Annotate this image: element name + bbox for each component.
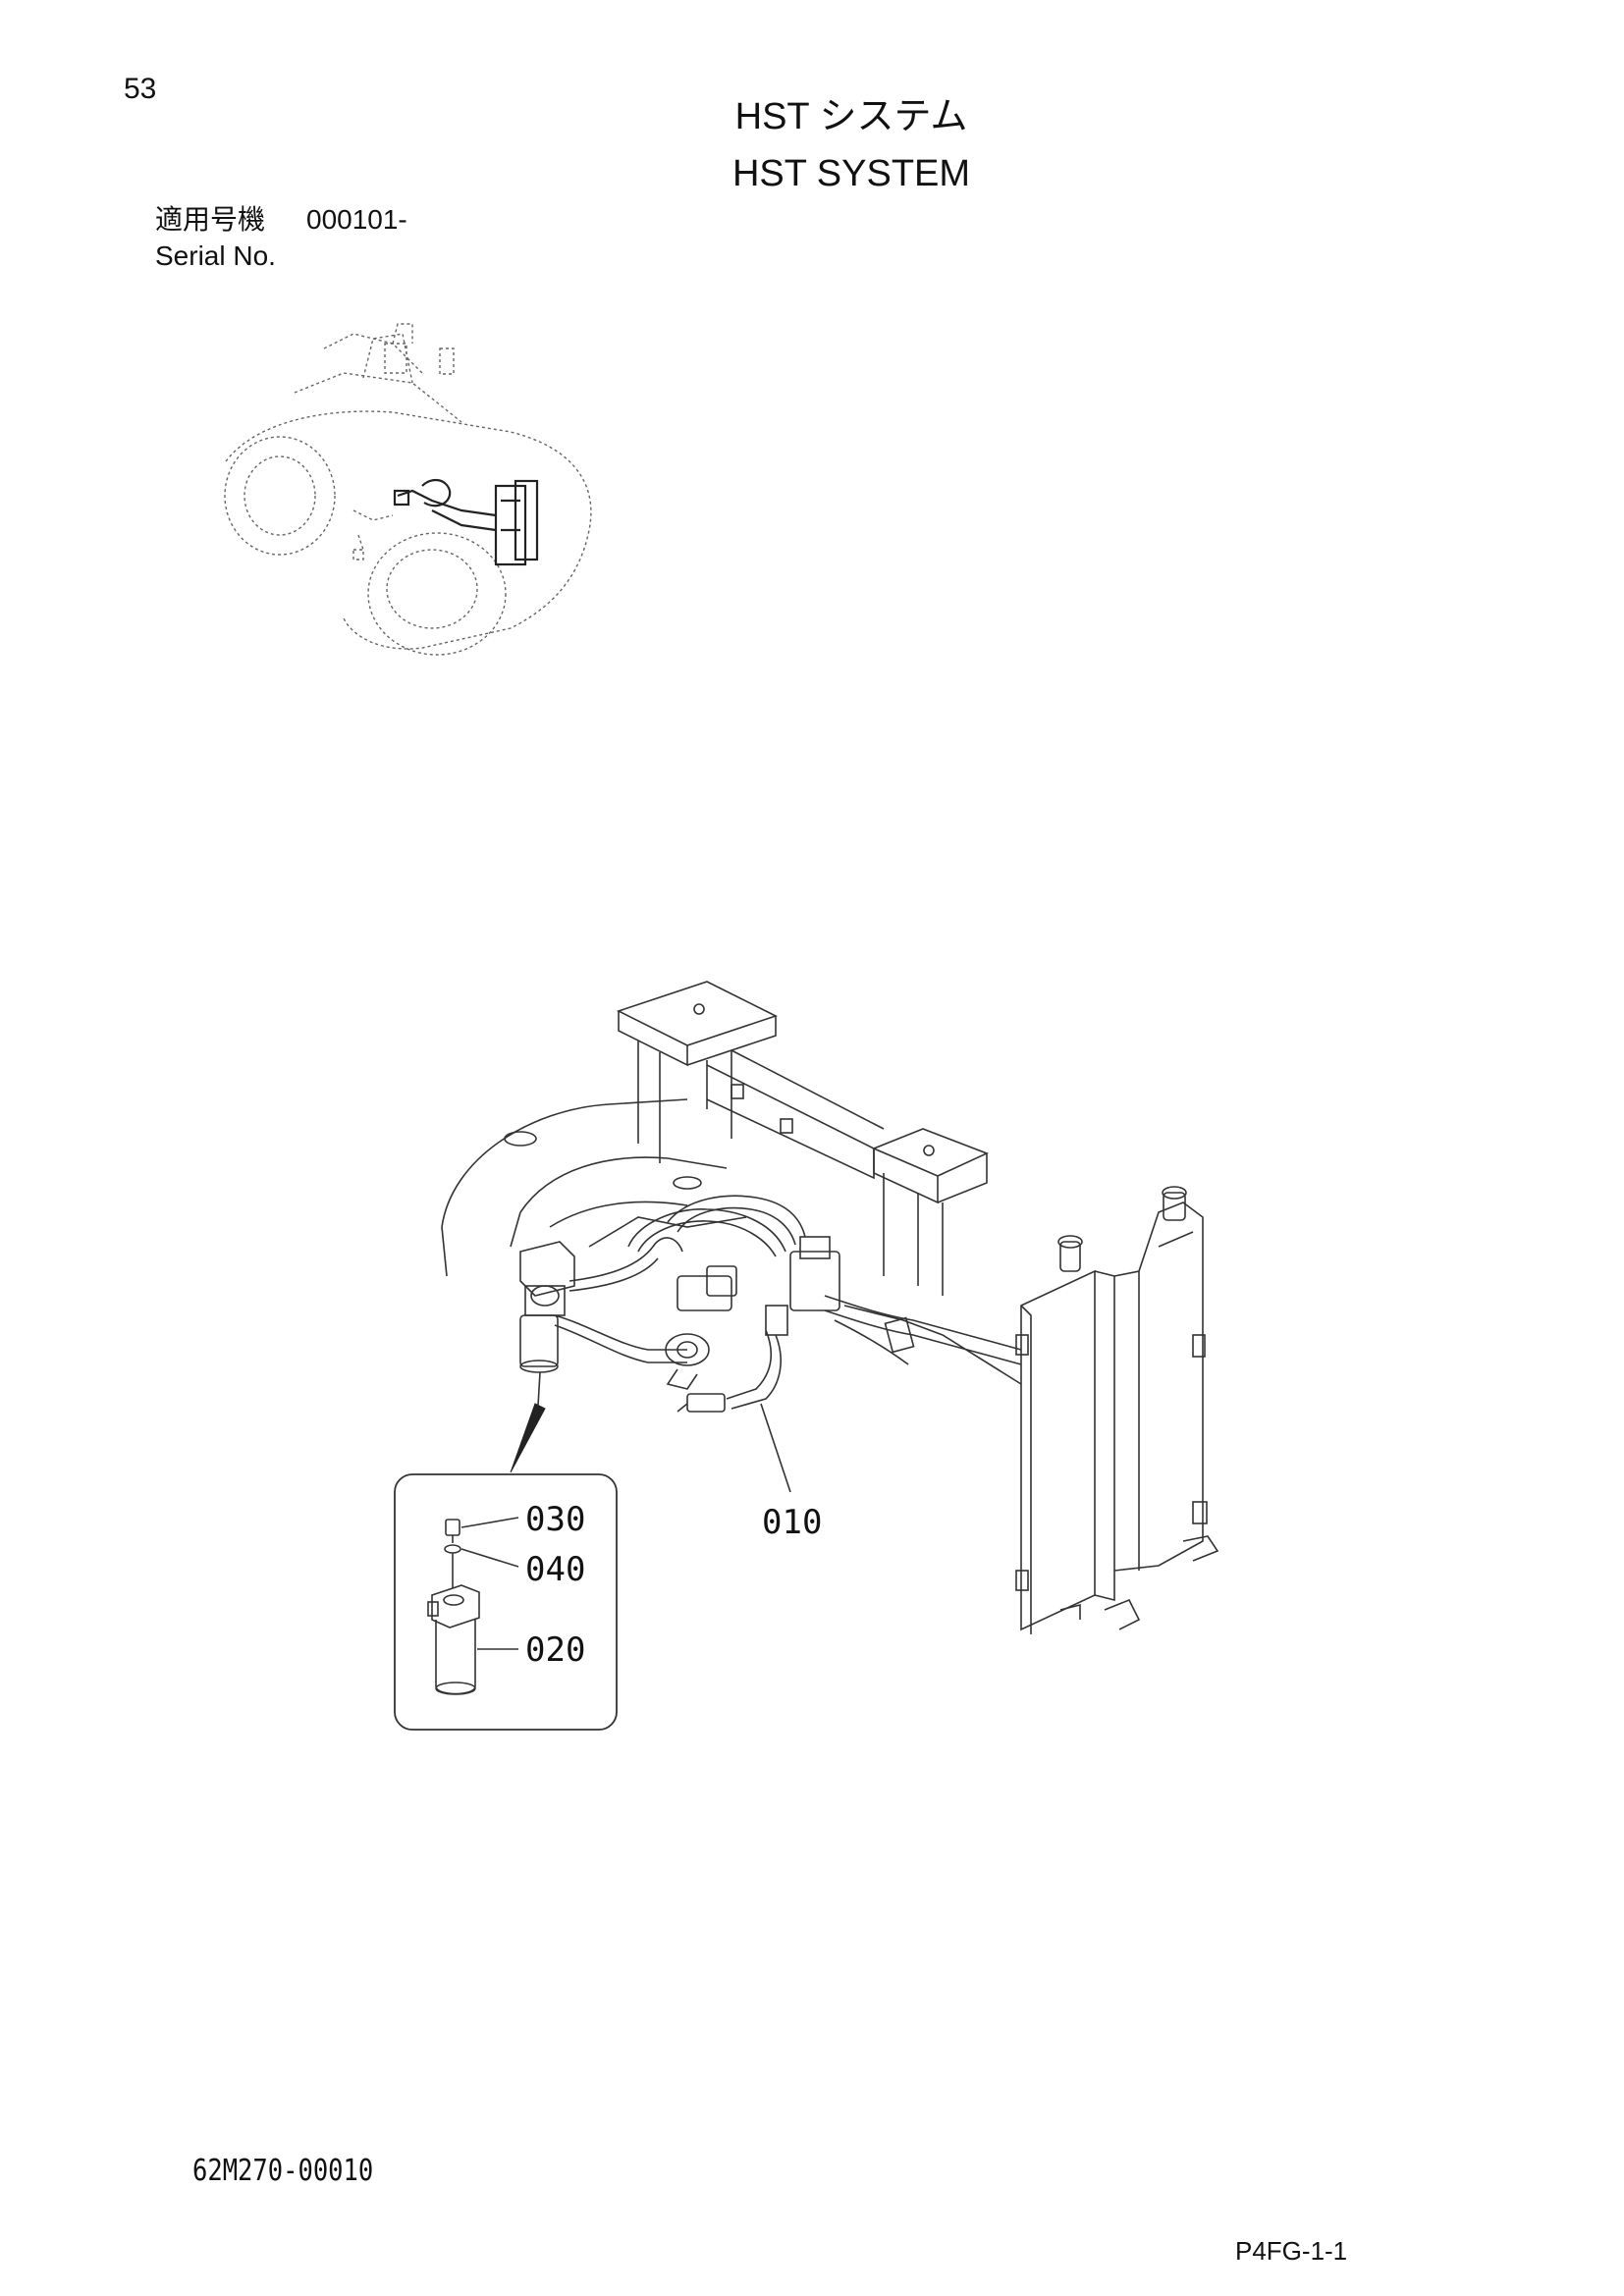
hst-system-main-illustration bbox=[441, 981, 1219, 1634]
callout-030: 030 bbox=[525, 1500, 585, 1539]
figure-code: 62M270-00010 bbox=[192, 2154, 374, 2188]
callout-020: 020 bbox=[525, 1630, 585, 1670]
serial-label-japanese: 適用号機 bbox=[155, 204, 266, 235]
page-code: P4FG-1-1 bbox=[1235, 2236, 1348, 2266]
machine-overview-illustration bbox=[224, 323, 592, 656]
page-title-japanese: HST システム bbox=[734, 96, 968, 137]
page-title-english: HST SYSTEM bbox=[731, 153, 971, 194]
serial-label-english: Serial No. bbox=[155, 240, 276, 271]
filter-detail-inset bbox=[394, 1473, 618, 1731]
page-number: 53 bbox=[124, 73, 157, 105]
serial-number-value: 000101- bbox=[306, 204, 407, 235]
callout-010: 010 bbox=[762, 1503, 822, 1542]
callout-040: 040 bbox=[525, 1550, 585, 1589]
